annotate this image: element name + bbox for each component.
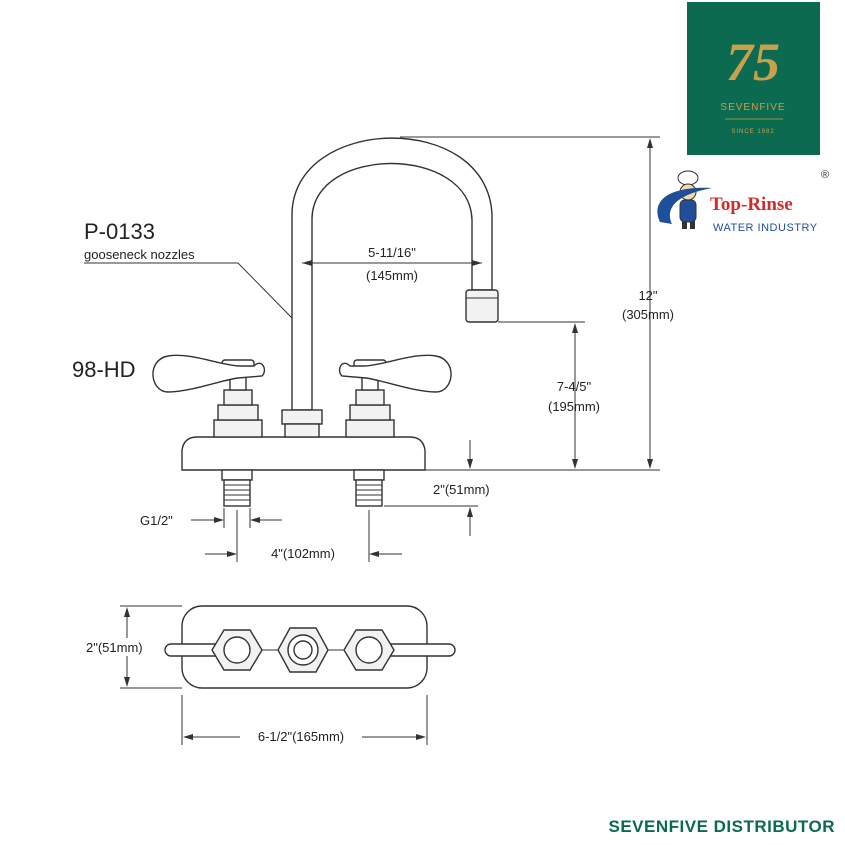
- deck-plate: [181, 436, 426, 471]
- sevenfive-logo: 75 SEVENFIVE SINCE 1982: [687, 2, 820, 155]
- logo-number: 75: [726, 32, 780, 92]
- top-view-right-valve: [343, 629, 395, 671]
- height-dimension-mm: (305mm): [622, 307, 674, 322]
- part-leader-line: [84, 262, 293, 319]
- partner-registered-mark: ®: [821, 169, 829, 181]
- part-number-label: P-0133: [84, 219, 155, 244]
- top-view-spout-nut: [277, 627, 329, 673]
- footer-distributor-text: SEVENFIVE DISTRIBUTOR: [608, 817, 835, 836]
- chef-mascot-icon: [677, 170, 699, 229]
- reach-dimension: 5-11/16": [368, 245, 416, 260]
- left-shank: [221, 469, 253, 507]
- left-lever-handle: [152, 354, 266, 393]
- right-lever-handle: [338, 354, 452, 393]
- clearance-dimension: 7-4/5": [557, 379, 592, 394]
- part-description-label: gooseneck nozzles: [84, 247, 195, 262]
- spout-nozzle: [465, 289, 499, 323]
- spout-nut: [281, 409, 323, 425]
- height-dimension: 12": [638, 288, 657, 303]
- reach-dimension-mm: (145mm): [366, 268, 418, 283]
- partner-name: Top-Rinse: [710, 194, 793, 215]
- handle-model-label: 98-HD: [72, 357, 136, 382]
- right-shank: [353, 469, 385, 507]
- base-depth-dimension: 2"(51mm): [86, 640, 143, 655]
- logo-since: SINCE 1982: [731, 129, 774, 135]
- centers-dimension: 4"(102mm): [271, 546, 335, 561]
- gooseneck-spout: [291, 137, 493, 411]
- shank-dimension: 2"(51mm): [433, 482, 490, 497]
- clearance-dimension-mm: (195mm): [548, 399, 600, 414]
- partner-subtitle: WATER INDUSTRY: [713, 222, 818, 234]
- base-width-dimension: 6-1/2"(165mm): [258, 729, 344, 744]
- logo-name: SEVENFIVE: [720, 102, 785, 113]
- top-rinse-logo: Top-Rinse ® WATER INDUSTRY: [657, 169, 829, 234]
- thread-dimension: G1/2": [140, 513, 173, 528]
- swoosh-icon: [657, 187, 712, 224]
- top-view-left-valve: [211, 629, 263, 671]
